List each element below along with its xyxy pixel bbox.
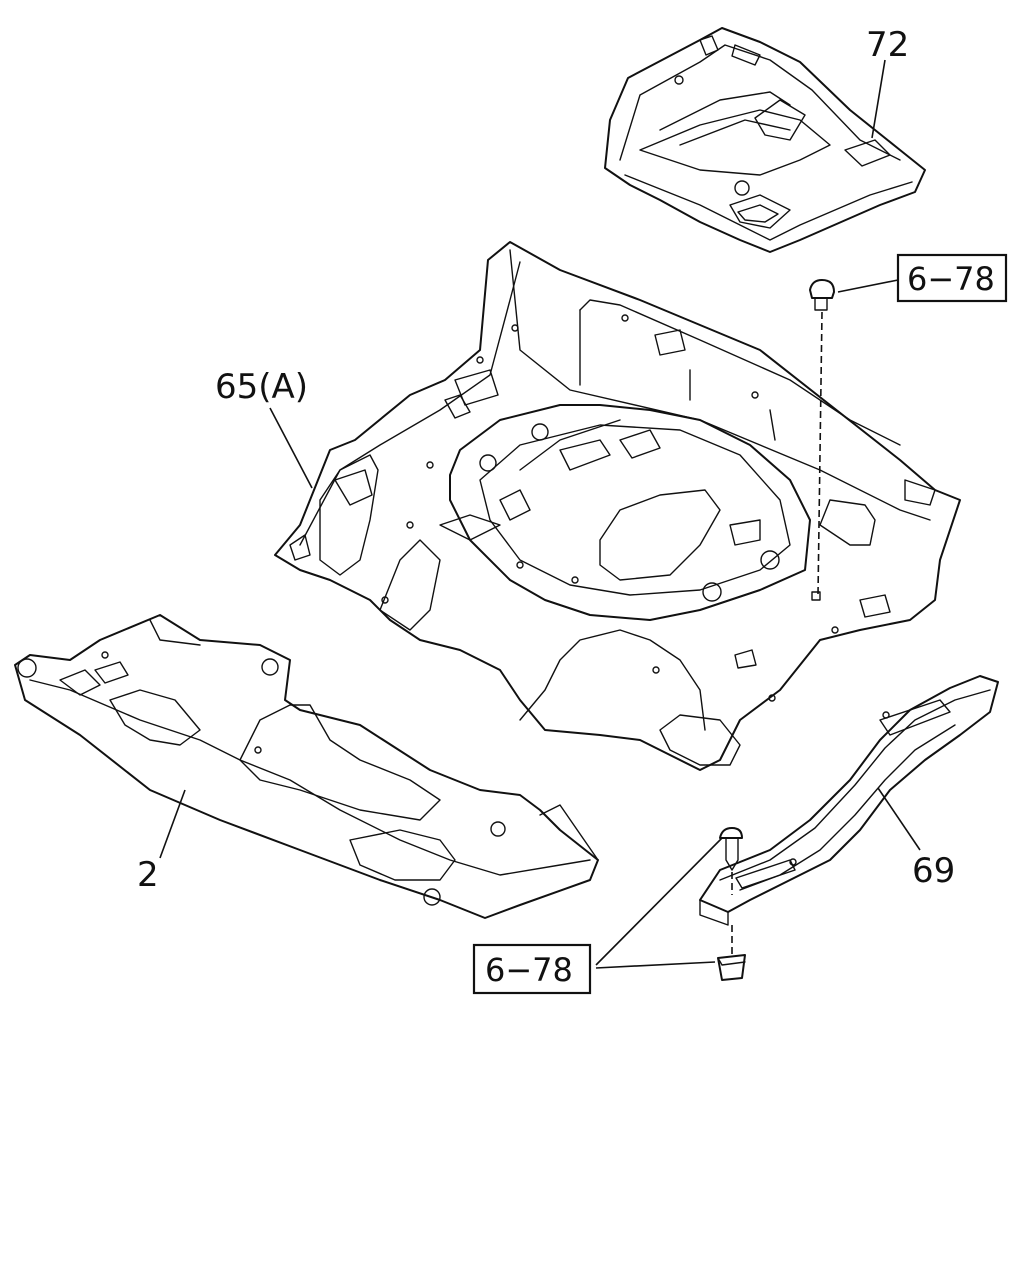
leader-ref-bottom-a <box>595 837 723 966</box>
leader-ref-bottom-b <box>595 961 716 969</box>
ref-box-bottom: 6−78 <box>472 943 592 995</box>
leader-69 <box>877 787 921 851</box>
part-65a-rear-floor-panel <box>274 241 961 771</box>
ref-box-top-label: 6−78 <box>907 260 995 298</box>
ref-box-top: 6−78 <box>896 253 1008 303</box>
callout-65a: 65(A) <box>215 367 308 407</box>
leader-ref-top <box>837 279 899 293</box>
leader-2 <box>159 789 186 859</box>
part-69-side-rail <box>699 675 999 926</box>
part-72-floor-cover <box>604 27 926 253</box>
ref-box-bottom-label: 6−78 <box>485 951 573 989</box>
leader-72 <box>871 59 886 139</box>
callout-72: 72 <box>866 25 909 65</box>
part-2-floor-cover <box>14 614 599 919</box>
callout-2: 2 <box>137 855 159 895</box>
callout-69: 69 <box>912 851 955 891</box>
clip-fastener <box>717 925 746 981</box>
screw-fastener <box>719 827 743 895</box>
bolt-fastener-top <box>809 279 835 596</box>
leader-65a <box>269 407 313 489</box>
